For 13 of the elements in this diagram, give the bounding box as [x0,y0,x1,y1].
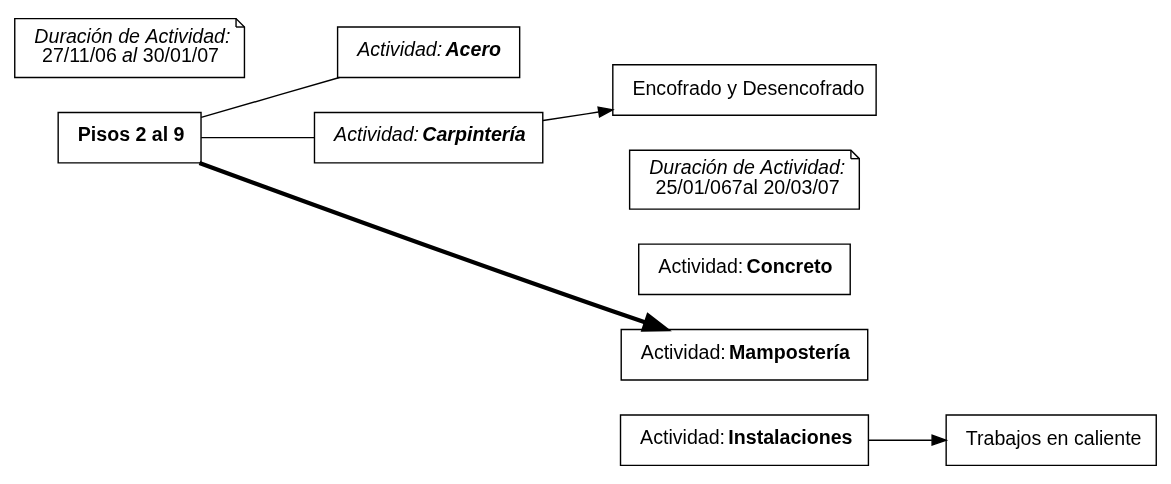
node-box: Actividad: Concreto [638,243,851,296]
node-box: Pisos 2 al 9 [57,111,202,164]
arrow [198,160,672,332]
node-box: Trabajos en caliente [945,414,1157,467]
arrow [867,434,949,447]
node-box: Actividad: Mampostería [620,328,869,381]
node-box: Encofrado y Desencofrado [612,64,877,116]
connector [200,76,341,119]
node-box: Actividad: Carpintería [313,111,544,164]
node-box: Actividad: Acero [336,26,521,79]
node-box: Actividad: Instalaciones [619,414,870,467]
connector [200,136,315,139]
arrow [542,106,615,122]
